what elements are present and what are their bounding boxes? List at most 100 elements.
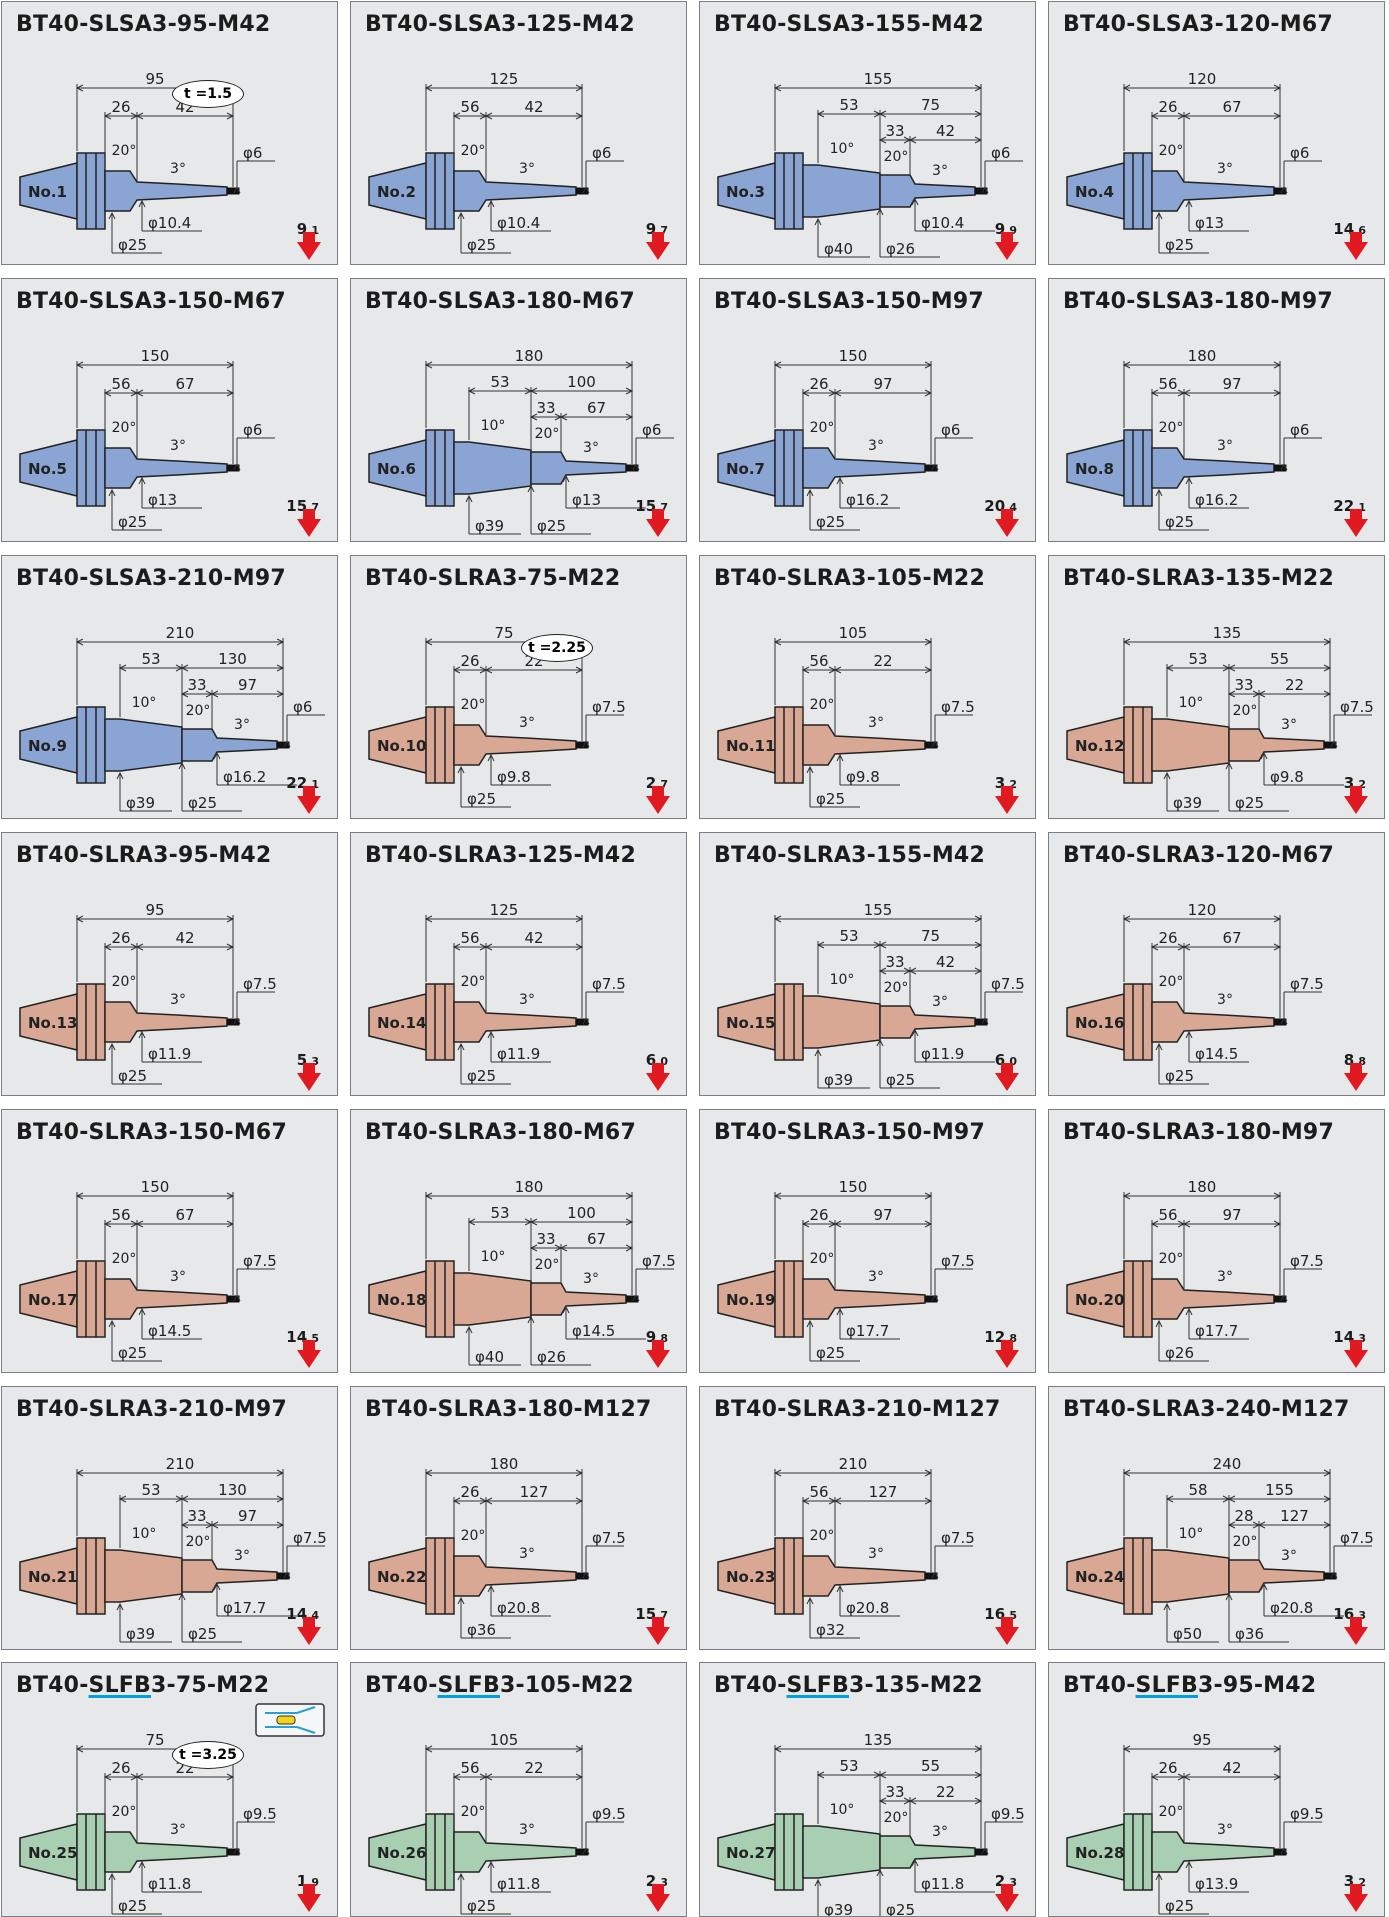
dim-overall-length: 180 bbox=[515, 347, 544, 365]
flange bbox=[774, 1537, 804, 1615]
tool-number: No.8 bbox=[1075, 460, 1114, 478]
dia-body: φ40 bbox=[824, 240, 853, 258]
weight-value: 15.7 bbox=[635, 1605, 668, 1623]
tool-number: No.14 bbox=[377, 1014, 426, 1032]
flange bbox=[76, 1537, 106, 1615]
weight-int: 15 bbox=[286, 497, 308, 515]
dim-reach-length: 22 bbox=[524, 1759, 543, 1777]
tool-tip bbox=[1273, 1848, 1287, 1856]
angle-step: 20° bbox=[112, 974, 137, 990]
tool-tip bbox=[974, 1018, 988, 1026]
tool-tip bbox=[974, 1848, 988, 1856]
dia-end: φ11.9 bbox=[148, 1045, 191, 1063]
angle-step: 20° bbox=[535, 426, 560, 442]
weight-decimal: .7 bbox=[656, 1609, 668, 1622]
weight-decimal: .3 bbox=[1005, 1876, 1017, 1889]
dim-step-length: 33 bbox=[536, 399, 555, 417]
model-title: BT40-SLRA3-135-M22 bbox=[1063, 566, 1334, 591]
tool-number: No.2 bbox=[377, 183, 416, 201]
dia-end: φ20.8 bbox=[1270, 1599, 1313, 1617]
flange bbox=[425, 1260, 455, 1338]
dia-end: φ13 bbox=[148, 491, 177, 509]
weight-value: 14.4 bbox=[286, 1605, 319, 1623]
angle-step: 20° bbox=[535, 1257, 560, 1273]
dia-end: φ17.7 bbox=[846, 1322, 889, 1340]
angle-taper: 3° bbox=[519, 1822, 535, 1838]
dia-tip: φ7.5 bbox=[592, 698, 626, 716]
angle-taper: 3° bbox=[170, 1269, 186, 1285]
dim-reach-length: 127 bbox=[520, 1483, 549, 1501]
tool-number: No.4 bbox=[1075, 183, 1114, 201]
weight-decimal: .5 bbox=[307, 1332, 319, 1345]
angle-taper: 3° bbox=[932, 1824, 948, 1840]
dim-reach-length: 42 bbox=[524, 98, 543, 116]
dim-overall-length: 125 bbox=[490, 70, 519, 88]
angle-taper: 3° bbox=[519, 715, 535, 731]
angle-step: 20° bbox=[810, 1528, 835, 1544]
dim-body-length: 58 bbox=[1188, 1481, 1207, 1499]
weight-value: 3.2 bbox=[995, 774, 1017, 792]
weight-int: 16 bbox=[1333, 1605, 1355, 1623]
weight-value: 14.6 bbox=[1333, 220, 1366, 238]
dia-tip: φ9.5 bbox=[592, 1805, 626, 1823]
angle-taper: 3° bbox=[1281, 717, 1297, 733]
tool-number: No.18 bbox=[377, 1291, 426, 1309]
tool-tip bbox=[1273, 464, 1287, 472]
dim-overall-length: 125 bbox=[490, 901, 519, 919]
weight-int: 1 bbox=[296, 1872, 308, 1890]
dim-overall-length: 210 bbox=[166, 1455, 195, 1473]
dia-tip: φ7.5 bbox=[642, 1252, 676, 1270]
weight-decimal: .3 bbox=[656, 1876, 668, 1889]
weight-value: 6.0 bbox=[646, 1051, 668, 1069]
weight-value: 1.9 bbox=[297, 1872, 319, 1890]
weight-decimal: .8 bbox=[1005, 1332, 1017, 1345]
dia-end: φ14.5 bbox=[1195, 1045, 1238, 1063]
thickness-callout: t =3.25 bbox=[172, 1741, 244, 1769]
flange bbox=[774, 429, 804, 507]
dim-step-length: 33 bbox=[885, 953, 904, 971]
angle-step: 20° bbox=[810, 420, 835, 436]
angle-step: 20° bbox=[461, 974, 486, 990]
down-arrow-icon bbox=[1344, 1340, 1368, 1368]
dia-tip: φ7.5 bbox=[592, 1529, 626, 1547]
tool-tip bbox=[974, 187, 988, 195]
dia-body: φ39 bbox=[824, 1071, 853, 1089]
tool-tip bbox=[1273, 1018, 1287, 1026]
tool-number: No.22 bbox=[377, 1568, 426, 1586]
tool-number: No.19 bbox=[726, 1291, 775, 1309]
extension bbox=[802, 1278, 926, 1320]
weight-int: 6 bbox=[994, 1051, 1006, 1069]
angle-body: 10° bbox=[830, 1802, 855, 1818]
weight-value: 16.5 bbox=[984, 1605, 1017, 1623]
flange bbox=[425, 1537, 455, 1615]
extension bbox=[530, 1282, 627, 1316]
angle-step: 20° bbox=[461, 1804, 486, 1820]
angle-body: 10° bbox=[481, 1249, 506, 1265]
dia-extension: φ25 bbox=[188, 794, 217, 812]
dim-reach-length: 97 bbox=[1222, 375, 1241, 393]
dim-step-length: 26 bbox=[111, 98, 130, 116]
flange bbox=[1123, 983, 1153, 1061]
dia-neck: φ26 bbox=[1165, 1344, 1194, 1362]
weight-int: 9 bbox=[296, 220, 308, 238]
dia-end: φ20.8 bbox=[497, 1599, 540, 1617]
tool-tip bbox=[924, 1295, 938, 1303]
dim-overall-length: 75 bbox=[145, 1731, 164, 1749]
tool-tip bbox=[226, 1018, 240, 1026]
angle-taper: 3° bbox=[868, 715, 884, 731]
thickness-callout: t =2.25 bbox=[521, 634, 593, 662]
angle-taper: 3° bbox=[868, 1269, 884, 1285]
down-arrow-icon bbox=[646, 786, 670, 814]
dim-body-length: 53 bbox=[141, 650, 160, 668]
dim-overall-length: 240 bbox=[1213, 1455, 1242, 1473]
body-taper bbox=[104, 718, 183, 772]
angle-step: 20° bbox=[186, 1534, 211, 1550]
